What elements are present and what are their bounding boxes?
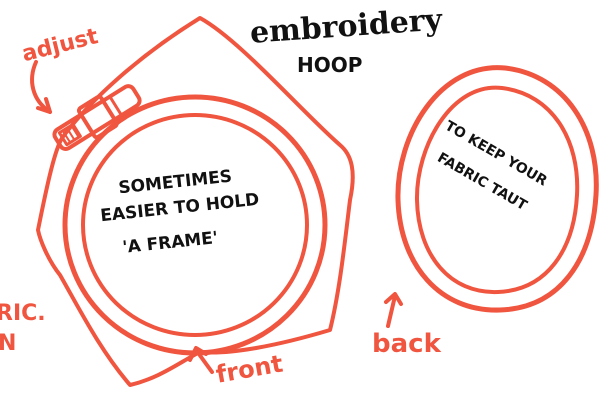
front-label: front (214, 350, 285, 389)
back-label: back (372, 329, 442, 359)
left-fragment-2: N (0, 331, 16, 356)
front-hoop-inner-ring (83, 115, 307, 335)
title-line-2: HOOP (297, 53, 362, 77)
hoop-screw (49, 79, 145, 157)
adjust-label: adjust (19, 24, 101, 67)
title-line-1: embroidery (249, 2, 445, 50)
front-note-line-3: 'A FRAME' (122, 228, 219, 258)
left-fragment-1: RIC. (0, 301, 46, 326)
back-note-line-1: TO KEEP YOUR (442, 118, 550, 190)
